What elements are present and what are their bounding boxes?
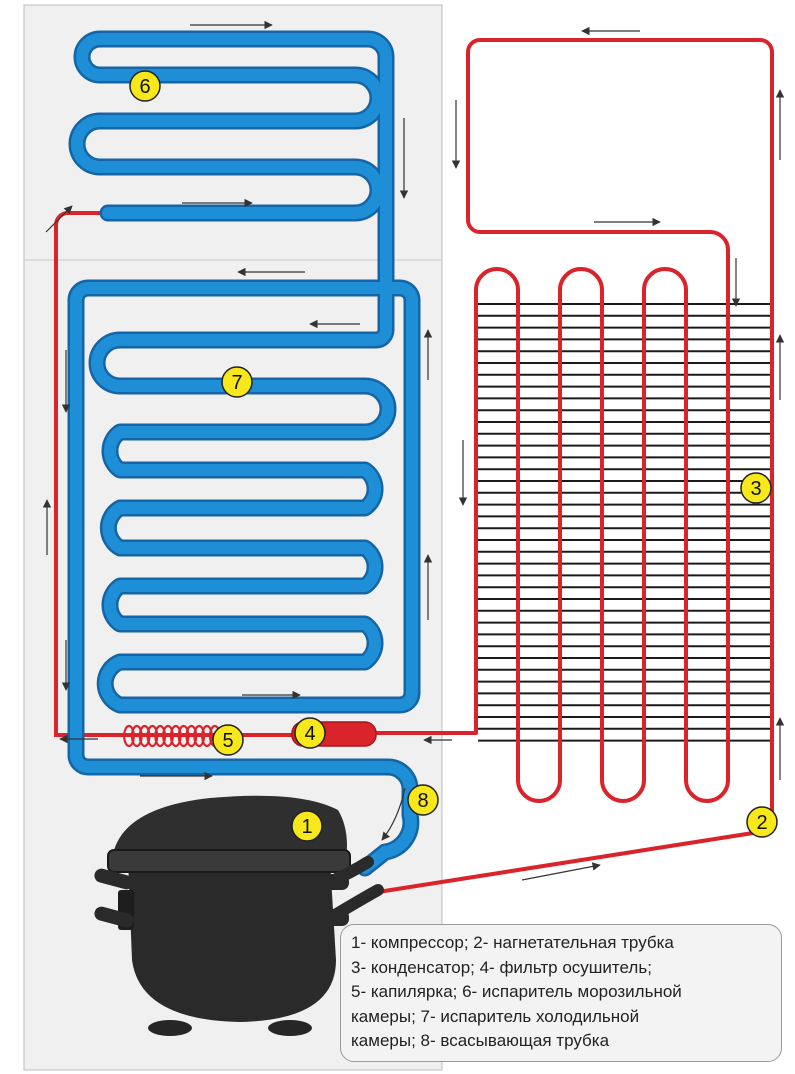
badge-label: 2: [756, 812, 767, 834]
freezer-evaporator-tube: [70, 33, 418, 874]
badge-7: 7: [221, 366, 253, 398]
capillary-coil-loop: [138, 724, 151, 748]
badge-label: 1: [301, 816, 312, 838]
legend-line: камеры; 7- испаритель холодильной: [351, 1006, 640, 1026]
capillary-coil-loop: [193, 724, 206, 748]
badge-4: 4: [294, 717, 326, 749]
condenser-wire-grid: [478, 303, 772, 742]
capillary-coil-loop: [162, 724, 174, 748]
badge-2: 2: [746, 806, 778, 838]
badge-label: 6: [139, 76, 150, 98]
condenser-coil: [466, 38, 774, 815]
capillary-coil-loop: [154, 724, 167, 748]
badge-1: 1: [291, 810, 323, 842]
badge-label: 5: [222, 730, 233, 752]
flow-arrow: [45, 205, 73, 233]
badge-label: 3: [750, 478, 761, 500]
badge-circle: [221, 366, 253, 398]
legend-line: 5- капилярка; 6- испаритель морозильной: [351, 982, 682, 1001]
capillary-coil-loop: [130, 724, 143, 748]
flow-arrow: [381, 787, 406, 841]
compressor: [94, 795, 384, 1036]
badges: 1 2 3 4 5 6 7 8: [129, 70, 778, 842]
badge-circle: [407, 784, 439, 816]
badge-3: 3: [740, 472, 772, 504]
capillary-coil-loop: [146, 724, 159, 748]
badge-5: 5: [212, 724, 244, 756]
badge-circle: [740, 472, 772, 504]
badge-6: 6: [129, 70, 161, 102]
compressor-discharge-stub: [324, 884, 384, 924]
capillary-coil-loop: [185, 724, 198, 748]
compressor-foot-right: [268, 1020, 312, 1036]
compressor-dome: [112, 795, 347, 860]
badge-label: 7: [231, 372, 242, 394]
compressor-mount-bracket-left-2: [94, 906, 134, 928]
badge-label: 4: [304, 723, 315, 745]
capillary-coil-loop: [169, 724, 182, 748]
legend: 1- компрессор; 2- нагнетательная трубка …: [340, 924, 782, 1062]
capillary-coil-loop: [123, 724, 135, 748]
capillary-coil-loop: [177, 724, 190, 748]
badge-label: 8: [417, 790, 428, 812]
capillary-coil-loop: [201, 724, 213, 748]
flow-arrow: [521, 862, 601, 881]
capillary-coil: [123, 724, 221, 748]
badge-circle: [294, 717, 326, 749]
badge-circle: [129, 70, 161, 102]
compressor-lower-body: [128, 860, 336, 1022]
compressor-band: [107, 849, 351, 873]
legend-line: 1- компрессор; 2- нагнетательная трубка: [351, 933, 674, 952]
compressor-mount-bracket-left-1: [94, 868, 134, 890]
badge-circle: [212, 724, 244, 756]
legend-line: камеры; 8- всасывающая трубка: [351, 1031, 610, 1050]
compressor-suction-stub: [324, 856, 374, 888]
flow-arrows: [42, 20, 785, 881]
badge-8: 8: [407, 784, 439, 816]
badge-circle: [291, 810, 323, 842]
legend-line: 3- конденсатор; 4- фильтр осушитель;: [351, 957, 652, 977]
compressor-foot-left: [148, 1020, 192, 1036]
badge-circle: [746, 806, 778, 838]
